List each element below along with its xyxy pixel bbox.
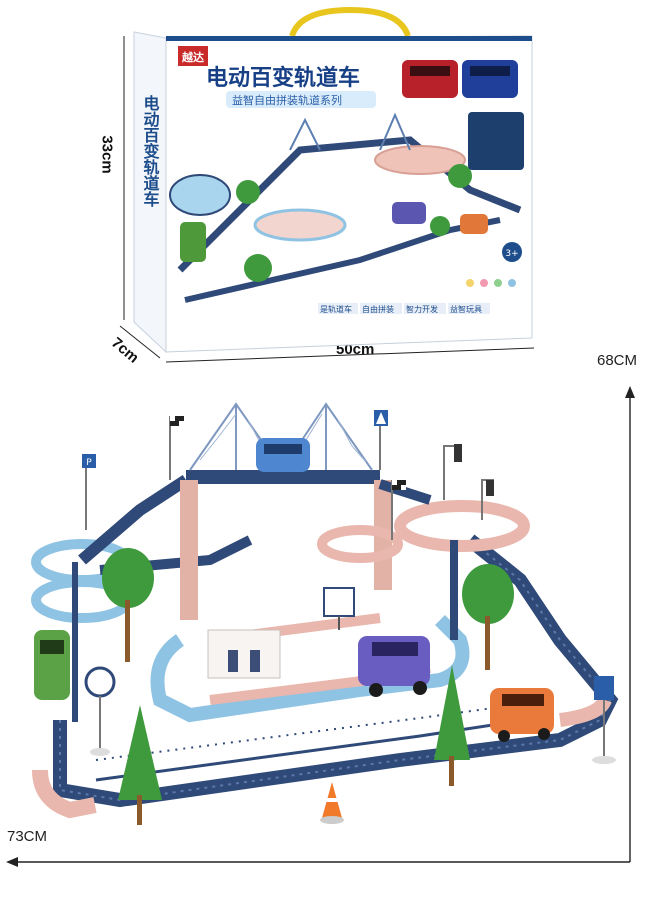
speed-sign	[592, 676, 616, 764]
inner-light-blue-track	[150, 615, 470, 723]
orange-car	[490, 688, 554, 742]
station-sign	[323, 587, 355, 617]
color-dot-pink	[480, 279, 488, 287]
red-car-window	[410, 66, 450, 76]
bridge-tower-left	[180, 480, 198, 620]
station-door-left	[228, 650, 238, 672]
right-spiral-upper	[394, 500, 530, 552]
bridge-blue-car	[256, 438, 310, 472]
crosswalk-sign-icon	[374, 410, 388, 470]
color-dot-yellow	[466, 279, 474, 287]
box-side-text: 电动百变轨道车	[141, 94, 160, 208]
feature-tag-bg-1	[360, 303, 402, 314]
ramp-track-left	[78, 474, 190, 565]
box-top-edge	[166, 36, 532, 41]
bridge-right-ramp	[378, 479, 432, 505]
parking-sign-icon: P	[82, 454, 96, 530]
track-depth-label: 68CM	[597, 352, 638, 369]
feature-tag-3: 益智玩具	[450, 304, 482, 314]
box-info-panel	[468, 112, 524, 170]
tree-right	[462, 564, 514, 670]
feature-tag-bg-3	[448, 303, 490, 314]
box-subtitle-bg	[226, 91, 376, 108]
feature-tags: 是轨道车 自由拼装 智力开发 益智玩具	[318, 303, 490, 314]
checkered-flag-icon	[169, 416, 184, 480]
tree-left	[102, 548, 154, 662]
box-handle	[289, 6, 411, 38]
feature-tag-bg-2	[404, 303, 446, 314]
traffic-light-icon	[443, 444, 462, 500]
bridge-cable-towers	[235, 404, 327, 470]
age-badge-text: 3+	[505, 249, 518, 259]
tree-front-left	[118, 705, 162, 825]
brand-logo	[178, 46, 208, 66]
box-subtitle: 益智自由拼装轨道系列	[232, 93, 342, 107]
track-width-label: 73CM	[7, 828, 48, 845]
feature-tag-2: 智力开发	[406, 304, 438, 314]
arrow-up-icon	[625, 386, 635, 398]
tree-front-right	[434, 665, 470, 786]
station-building	[207, 629, 281, 679]
station-door-right	[250, 650, 260, 672]
age-badge	[502, 242, 522, 262]
red-car-thumbnail	[402, 60, 458, 98]
traffic-cone-icon	[320, 782, 344, 824]
outer-navy-track	[53, 534, 619, 808]
pink-corner-track-left	[32, 769, 97, 819]
mid-pink-spiral	[317, 525, 403, 563]
feature-tag-bg-0	[318, 303, 358, 314]
assembled-track-set: P	[31, 402, 619, 825]
dimension-lines	[6, 36, 635, 867]
box-title: 电动百变轨道车	[206, 65, 360, 91]
checkered-flag-icon	[391, 480, 406, 540]
blue-car-window	[470, 66, 510, 76]
brand-logo-text: 越达	[181, 50, 204, 64]
box-track-illustration	[169, 112, 522, 303]
bridge-deck	[186, 470, 380, 484]
right-spiral-pillar	[450, 540, 458, 640]
blue-car-thumbnail	[462, 60, 518, 98]
traffic-light-icon	[481, 479, 494, 520]
purple-car	[358, 636, 430, 697]
left-spiral-pillar	[72, 562, 78, 722]
svg-text:P: P	[86, 458, 92, 468]
color-dot-blue	[508, 279, 516, 287]
round-sign	[84, 666, 116, 756]
feature-tag-0: 是轨道车	[320, 304, 352, 314]
arrow-left-icon	[6, 857, 18, 867]
green-car	[34, 630, 70, 700]
feature-tag-1: 自由拼装	[362, 304, 394, 314]
product-box: 越达 电动百变轨道车 益智自由拼装轨道系列 电动百变轨道车	[133, 6, 533, 354]
color-dot-green	[494, 279, 502, 287]
